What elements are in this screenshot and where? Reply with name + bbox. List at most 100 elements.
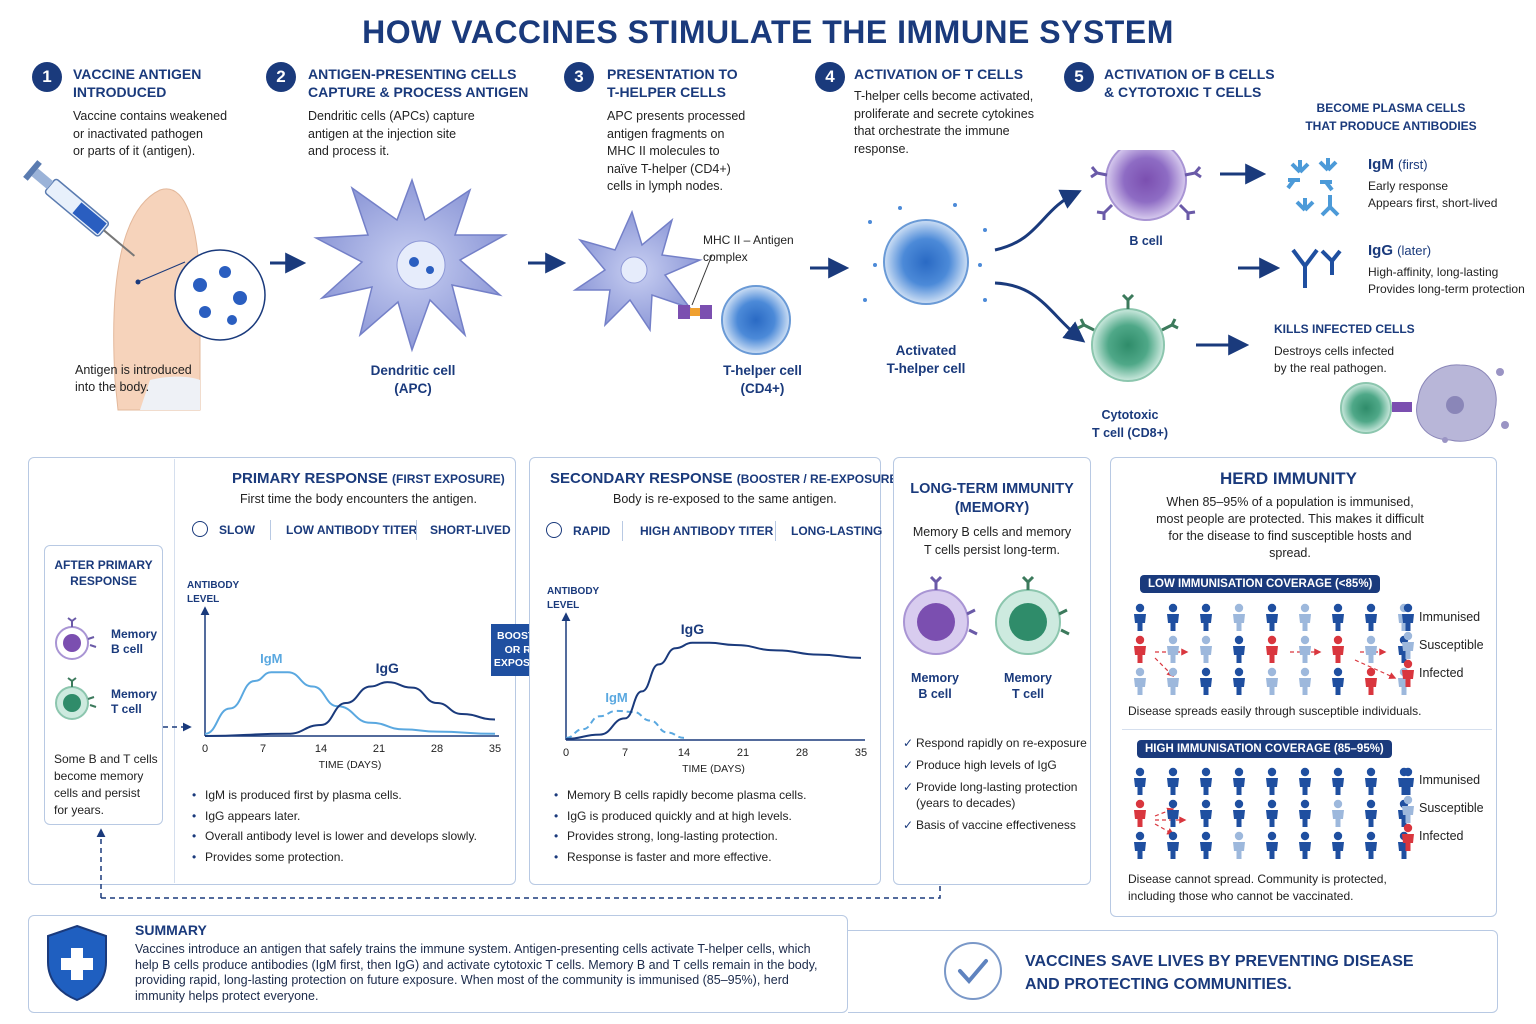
person-icon xyxy=(1200,767,1212,795)
plasma-cells-title: BECOME PLASMA CELLS THAT PRODUCE ANTIBOD… xyxy=(1305,101,1477,133)
secondary-bullets: Memory B cells rapidly become plasma cel… xyxy=(554,785,806,867)
person-icon xyxy=(1332,667,1344,695)
long-term-check: Produce high levels of IgG xyxy=(903,757,1088,773)
series-label-igm: IgM xyxy=(260,651,282,666)
low-coverage-label: LOW IMMUNISATION COVERAGE (<85%) xyxy=(1140,575,1381,593)
x-tick-label: 7 xyxy=(260,743,266,755)
x-tick-label: 28 xyxy=(796,747,808,759)
person-icon xyxy=(1266,667,1278,695)
step-1-text: Vaccine contains weakened or inactivated… xyxy=(73,109,228,158)
tagline-text: VACCINES SAVE LIVES BY PREVENTING DISEAS… xyxy=(1025,953,1414,993)
primary-bullets: IgM is produced first by plasma cells. I… xyxy=(192,785,477,867)
secondary-bullet: Provides strong, long-lasting protection… xyxy=(554,826,806,847)
person-icon xyxy=(1365,831,1377,859)
legend-susceptible: Susceptible xyxy=(1419,638,1484,652)
secondary-response-title: SECONDARY RESPONSE (BOOSTER / RE-EXPOSUR… xyxy=(550,470,902,487)
primary-bullet: Overall antibody level is lower and deve… xyxy=(192,826,477,847)
person-icon xyxy=(1134,831,1146,859)
person-icon xyxy=(1167,635,1179,663)
step-5-title: ACTIVATION OF B CELLS & CYTOTOXIC T CELL… xyxy=(1104,66,1275,100)
cytotoxic-t-cell-label: Cytotoxic T cell (CD8+) xyxy=(1091,408,1169,440)
y-axis-label: ANTIBODY xyxy=(547,586,600,597)
person-icon xyxy=(1266,603,1278,631)
person-icon xyxy=(1365,635,1377,663)
person-icon xyxy=(1299,767,1311,795)
low-coverage-people xyxy=(1134,603,1414,695)
t-helper-cell-label: T-helper cell (CD4+) xyxy=(723,363,802,396)
step-4-text: T-helper cells become activated, prolife… xyxy=(854,89,1034,156)
cytotoxic-t-cell-icon xyxy=(1077,293,1179,382)
primary-tag-duration: SHORT-LIVED xyxy=(430,523,511,537)
t-helper-cell-icon xyxy=(721,285,791,355)
series-line-igm xyxy=(204,671,496,735)
after-primary-text: Some B and T cells become memory cells a… xyxy=(54,752,158,817)
person-icon xyxy=(1167,603,1179,631)
after-primary-memory-b: Memory B cell xyxy=(111,627,158,656)
legend-infected: Infected xyxy=(1419,829,1464,843)
low-coverage-caption: Disease spreads easily through susceptib… xyxy=(1128,704,1422,718)
person-icon xyxy=(1266,767,1278,795)
person-icon xyxy=(1200,635,1212,663)
high-coverage-label: HIGH IMMUNISATION COVERAGE (85–95%) xyxy=(1137,740,1392,758)
secondary-tag-titer: HIGH ANTIBODY TITER xyxy=(640,524,774,538)
kills-infected-title: KILLS INFECTED CELLS xyxy=(1274,322,1415,336)
person-icon xyxy=(1134,635,1146,663)
person-icon xyxy=(1134,603,1146,631)
step-3-title: PRESENTATION TO T-HELPER CELLS xyxy=(607,66,738,100)
long-term-immunity-panel xyxy=(893,457,1091,885)
step-2-title: ANTIGEN-PRESENTING CELLS CAPTURE & PROCE… xyxy=(308,66,529,100)
memory-cells-icon xyxy=(903,575,1070,655)
person-icon xyxy=(1402,603,1414,631)
series-label-igg: IgG xyxy=(376,660,399,676)
x-tick-label: 28 xyxy=(431,743,443,755)
person-icon xyxy=(1134,767,1146,795)
person-icon xyxy=(1167,799,1179,827)
series-line-igg xyxy=(565,641,862,740)
after-primary-box xyxy=(44,545,163,825)
person-icon xyxy=(1299,799,1311,827)
apc-cell-icon xyxy=(572,209,703,333)
x-tick-label: 0 xyxy=(563,747,569,759)
x-tick-label: 35 xyxy=(489,743,501,755)
person-icon xyxy=(1299,667,1311,695)
igm-antibody-icon xyxy=(1286,158,1340,217)
person-icon xyxy=(1200,831,1212,859)
person-icon xyxy=(1332,799,1344,827)
series-label-igg: IgG xyxy=(681,621,704,637)
primary-bullet: IgG appears later. xyxy=(192,806,477,827)
primary-response-title: PRIMARY RESPONSE (FIRST EXPOSURE) xyxy=(232,470,505,487)
person-icon xyxy=(1233,831,1245,859)
x-tick-label: 0 xyxy=(202,743,208,755)
step-1-title: VACCINE ANTIGEN INTRODUCED xyxy=(73,66,202,100)
summary-panel xyxy=(28,915,848,1013)
b-cell-icon xyxy=(1090,150,1202,221)
step-3-text: APC presents processed antigen fragments… xyxy=(607,109,746,193)
step-2-number: 2 xyxy=(266,62,296,92)
person-icon xyxy=(1365,767,1377,795)
activated-t-helper-icon xyxy=(863,203,987,305)
secondary-bullet: Response is faster and more effective. xyxy=(554,847,806,868)
person-icon xyxy=(1266,831,1278,859)
legend-immunised: Immunised xyxy=(1419,773,1481,787)
syringe-icon xyxy=(23,160,136,257)
mhc-complex-label: MHC II – Antigen complex xyxy=(703,233,794,264)
person-icon xyxy=(1233,635,1245,663)
legend-susceptible: Susceptible xyxy=(1419,801,1484,815)
person-icon xyxy=(1233,767,1245,795)
igg-antibody-icon xyxy=(1291,248,1342,288)
y-axis-label: LEVEL xyxy=(547,600,579,611)
long-term-subtitle: Memory B cells and memory T cells persis… xyxy=(912,525,1072,557)
dendritic-cell-label: Dendritic cell (APC) xyxy=(370,363,456,396)
person-icon xyxy=(1332,635,1344,663)
mhc-complex-icon xyxy=(678,305,712,319)
person-icon xyxy=(1266,799,1278,827)
person-icon xyxy=(1233,667,1245,695)
y-axis-label: ANTIBODY xyxy=(187,580,240,591)
secondary-tag-rapid: RAPID xyxy=(573,524,611,538)
person-icon xyxy=(1365,667,1377,695)
person-icon xyxy=(1167,767,1179,795)
antigen-intro-label: Antigen is introduced into the body. xyxy=(75,363,192,394)
after-primary-title: AFTER PRIMARY RESPONSE xyxy=(54,558,153,588)
